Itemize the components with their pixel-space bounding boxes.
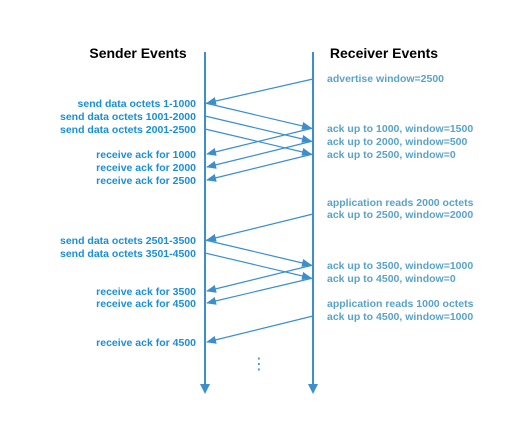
sender-event: send data octets 1001-2000 — [60, 111, 196, 123]
sender-events: send data octets 1-1000 send data octets… — [60, 98, 196, 349]
sender-event: receive ack for 4500 — [96, 337, 196, 349]
receiver-event: ack up to 2000, window=500 — [327, 136, 468, 148]
receiver-timeline-arrowhead — [308, 384, 318, 394]
sender-event: receive ack for 2000 — [96, 162, 196, 174]
receiver-event: ack up to 4500, window=1000 — [327, 311, 473, 323]
arrow-ack-2500 — [206, 153, 314, 182]
arrow-data-2501-3500 — [204, 239, 312, 267]
sender-event: receive ack for 4500 — [96, 298, 196, 310]
sender-event: send data octets 1-1000 — [78, 98, 197, 110]
receiver-event: advertise window=2500 — [327, 73, 444, 85]
sender-event: receive ack for 1000 — [96, 149, 196, 161]
receiver-event: application reads 2000 octets — [327, 197, 474, 209]
receiver-event: ack up to 2500, window=2000 — [327, 209, 473, 221]
arrow-ack-4500-window-1000 — [206, 315, 314, 344]
receiver-events: advertise window=2500 ack up to 1000, wi… — [327, 73, 474, 323]
receiver-event: ack up to 3500, window=1000 — [327, 260, 473, 272]
sender-event: receive ack for 2500 — [96, 175, 196, 187]
arrow-ack-2000 — [206, 140, 314, 169]
arrow-ack-4500 — [206, 277, 314, 305]
receiver-event: ack up to 2500, window=0 — [327, 149, 456, 161]
receiver-event: ack up to 1000, window=1500 — [327, 123, 473, 135]
arrow-ack-3500 — [206, 264, 314, 293]
sender-timeline-arrowhead — [200, 384, 210, 394]
arrow-advertise-window — [206, 78, 314, 105]
arrow-data-1-1000 — [204, 102, 312, 130]
sender-event: send data octets 2001-2500 — [60, 124, 196, 136]
arrow-ack-2500-window-2000 — [206, 213, 314, 242]
sender-event: send data octets 2501-3500 — [60, 235, 196, 247]
continuation-ellipsis: ⋮ — [251, 354, 267, 373]
sender-event: receive ack for 3500 — [96, 286, 196, 298]
sender-event: send data octets 3501-4500 — [60, 248, 196, 260]
sender-events-header: Sender Events — [89, 45, 186, 61]
receiver-event: application reads 1000 octets — [327, 298, 474, 310]
receiver-events-header: Receiver Events — [330, 45, 438, 61]
receiver-event: ack up to 4500, window=0 — [327, 273, 456, 285]
message-arrows — [204, 78, 314, 344]
arrow-data-3501-4500 — [204, 252, 312, 280]
arrow-ack-1000 — [206, 127, 314, 156]
arrow-data-1001-2000 — [204, 115, 312, 143]
